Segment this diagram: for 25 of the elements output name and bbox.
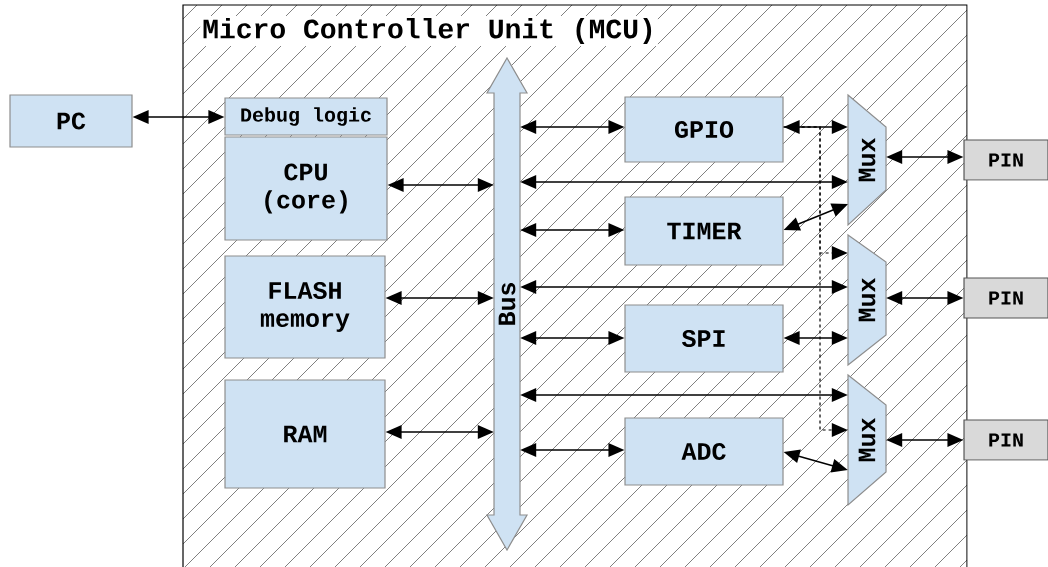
arrow xyxy=(886,433,964,447)
peripheral-box: SPI xyxy=(624,304,784,373)
memory-box: FLASH memory xyxy=(224,255,386,359)
arrow xyxy=(385,425,494,439)
arrow xyxy=(783,449,848,473)
peripheral-box: ADC xyxy=(624,417,784,486)
arrow xyxy=(132,110,225,124)
arrow xyxy=(886,291,964,305)
peripheral-box: GPIO xyxy=(624,96,784,163)
arrow xyxy=(783,203,848,231)
peripheral-box: TIMER xyxy=(624,196,784,266)
arrow xyxy=(520,280,848,294)
arrow xyxy=(520,223,625,237)
arrow xyxy=(520,120,625,134)
arrow xyxy=(387,178,494,192)
arrow xyxy=(520,331,625,345)
arrow xyxy=(385,291,494,305)
arrow xyxy=(520,388,848,402)
memory-box: RAM xyxy=(224,379,386,489)
arrow xyxy=(783,331,848,345)
arrow xyxy=(886,150,964,164)
dashed-arrow xyxy=(783,126,848,437)
arrow xyxy=(520,175,848,189)
arrow xyxy=(520,443,625,457)
debug-logic-box: Debug logic xyxy=(224,97,388,136)
